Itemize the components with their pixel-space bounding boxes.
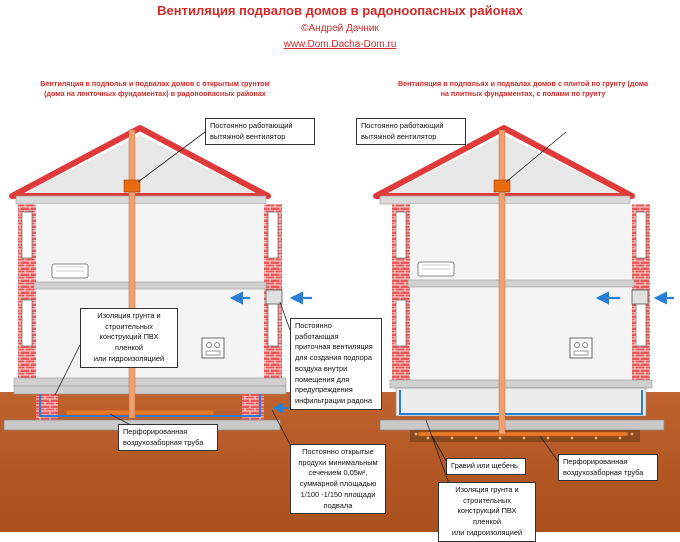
perforated-label-line: Перфорированная [563, 457, 628, 466]
insulation-label-left: Изоляция грунта и строительных конструкц… [80, 308, 178, 368]
right-house [373, 125, 674, 442]
supply-vent-label-line: предупреждения [295, 385, 353, 395]
perforated-pipe-label-right: Перфорированная воздухозаборная труба [558, 454, 658, 482]
right-foundation [379, 419, 665, 431]
page-title: Вентиляция подвалов домов в радоноопасны… [157, 3, 523, 18]
insulation-label-line: Изоляция грунта и [97, 311, 161, 320]
insulation-label-line: конструкций ПВХ пленкой [457, 506, 517, 527]
open-vents-label-line: подвала [323, 500, 353, 510]
left-subtitle-line-1: Вентиляция в подполья и подвалах домов с… [40, 79, 270, 88]
perforated-label-line: воздухозаборная труба [563, 467, 644, 477]
open-vents-label-line: продухи минимальным [298, 457, 378, 467]
supply-vent-label-line: помещения для [295, 374, 350, 384]
exhaust-fan-label-line: вытяжной вентилятор [361, 131, 437, 141]
insulation-label-line: конструкций ПВХ пленкой [99, 332, 159, 353]
open-vents-label-line: суммарной площадью [299, 479, 377, 489]
exhaust-fan-label-line: Постоянно работающий [210, 121, 293, 130]
author-credit: ©Андрей Дачник [301, 23, 379, 34]
left-perforated-pipe [65, 409, 215, 416]
exhaust-fan-label-left: Постоянно работающий вытяжной вентилятор [205, 118, 315, 146]
right-exhaust-fan-icon [493, 179, 511, 193]
right-supply-fan-icon [631, 289, 649, 305]
supply-vent-label-line: приточная вентиляция [295, 342, 373, 352]
right-perforated-pipe [417, 431, 629, 437]
open-vents-label-line: 1/100 -1/150 площади [300, 489, 376, 499]
site-link[interactable]: www.Dom.Dacha-Dom.ru [283, 39, 397, 50]
right-insulation-film [399, 390, 643, 415]
supply-vent-label-line: воздуха внутри [295, 363, 348, 373]
left-ground-floor [13, 377, 287, 387]
right-exhaust-pipe [498, 129, 506, 435]
perforated-label-line: Перфорированная [123, 427, 188, 436]
gravel-label: Гравий или щебень [446, 458, 526, 475]
exhaust-fan-label-line: Постоянно работающий [361, 121, 444, 130]
left-supply-fan-icon [265, 289, 283, 305]
supply-vent-label-line: для создания подпора [295, 353, 372, 363]
insulation-label-line: или гидроизоляцией [451, 527, 523, 537]
left-house [3, 125, 312, 431]
insulation-label-right: Изоляция грунта и строительных конструкц… [438, 482, 536, 542]
supply-vent-label: Постоянно работающая приточная вентиляци… [290, 318, 382, 410]
right-house-subtitle: Вентиляция в подпольях и подвалах домов … [378, 79, 668, 100]
open-vents-label: Постоянно открытые продухи минимальным с… [290, 444, 386, 515]
insulation-label-line: или гидроизоляцией [93, 353, 165, 363]
open-vents-label-line: Постоянно открытые [302, 447, 374, 456]
insulation-label-line: строительных [463, 495, 511, 505]
supply-vent-label-line: инфильтрации радона [295, 396, 372, 406]
exhaust-fan-label-line: вытяжной вентилятор [210, 131, 286, 141]
right-subtitle-line-1: Вентиляция в подпольях и подвалах домов … [397, 79, 649, 88]
leader-lines [54, 131, 567, 493]
insulation-label-line: Изоляция грунта и [455, 485, 519, 494]
supply-vent-label-line: работающая [295, 331, 339, 341]
left-house-subtitle: Вентиляция в подполья и подвалах домов с… [20, 79, 290, 100]
gravel-label-line: Гравий или щебень [451, 461, 518, 470]
perforated-label-line: воздухозаборная труба [123, 437, 204, 447]
left-subtitle-line-2: (дома на ленточных фундаментах) в радоно… [44, 89, 266, 99]
right-subtitle-line-2: на плитных фундаментах, с полами по грун… [440, 89, 606, 99]
left-exhaust-fan-icon [123, 179, 141, 193]
left-insulation-film [39, 394, 261, 417]
supply-vent-label-line: Постоянно [295, 321, 332, 330]
open-vents-label-line: сечением 0,05м², [308, 468, 368, 478]
perforated-pipe-label-left: Перфорированная воздухозаборная труба [118, 424, 218, 452]
left-exhaust-pipe [128, 129, 136, 419]
right-floor-slab [395, 387, 647, 417]
insulation-label-line: строительных [105, 321, 153, 331]
exhaust-fan-label-right: Постоянно работающий вытяжной вентилятор [356, 118, 466, 146]
